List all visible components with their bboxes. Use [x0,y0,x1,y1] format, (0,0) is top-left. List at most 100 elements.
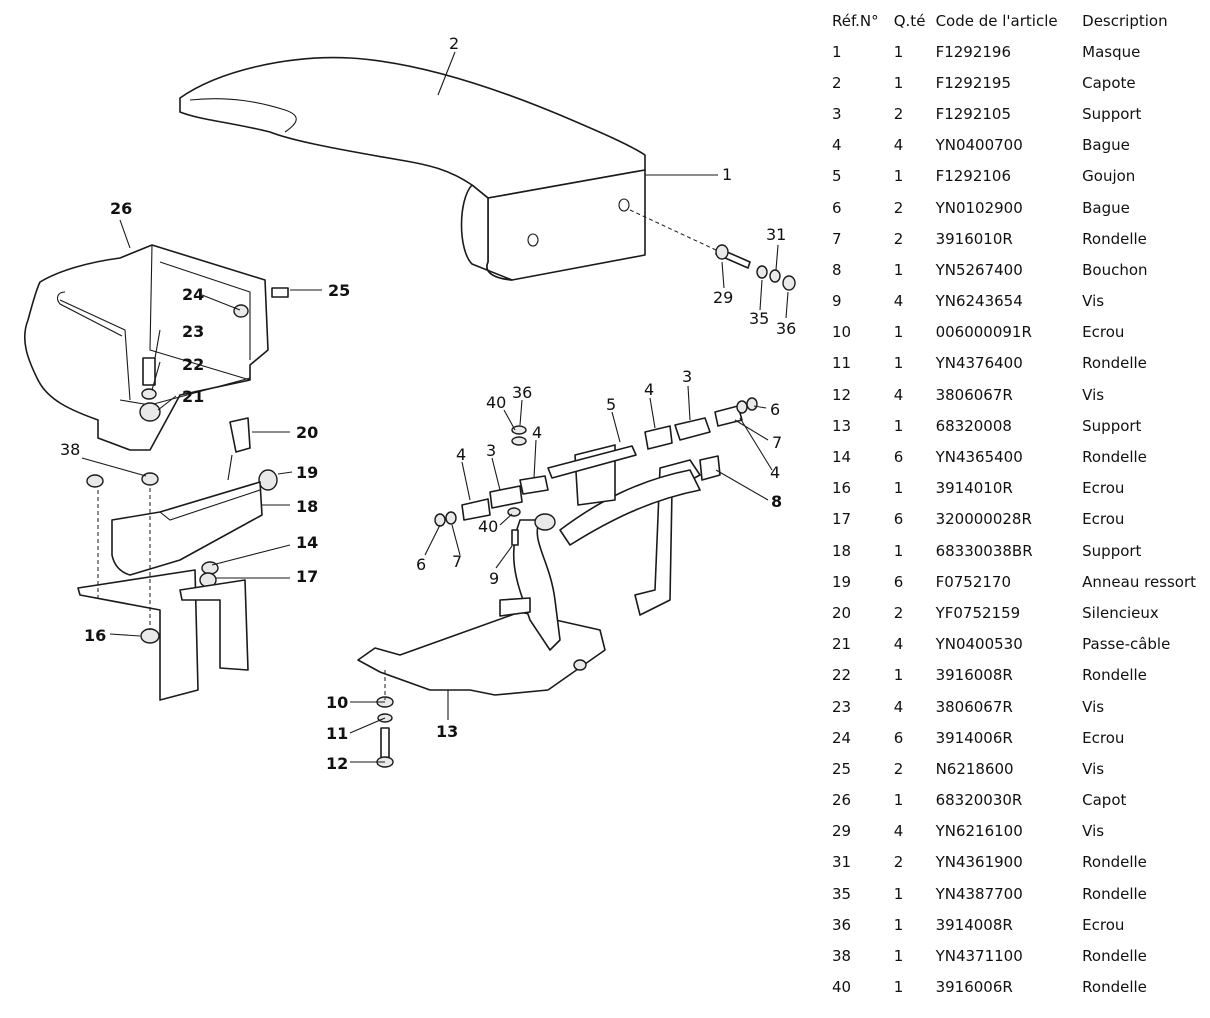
cell-code: YN0400700 [935,136,1023,155]
callout-35: 35 [749,309,769,328]
rod-assembly [434,397,758,546]
cell-ref: 40 [832,978,852,997]
header-qty: Q.té [893,12,926,30]
cell-description: Support [1082,416,1142,435]
cell-description: Vis [1082,759,1105,778]
callout-4-b: 4 [456,445,466,464]
cell-code: YN5267400 [935,260,1023,279]
cell-code: YN6216100 [935,822,1023,841]
cell-description: Rondelle [1082,666,1147,685]
part-2-capote [179,56,646,199]
callout-24: 24 [182,285,204,304]
cell-code: N6218600 [935,759,1014,778]
cell-code: 3806067R [935,385,1013,404]
callout-7-a: 7 [772,433,782,452]
cell-qty: 4 [893,635,904,654]
cell-ref: 6 [832,198,842,217]
cell-code: 3914008R [935,915,1013,934]
cell-ref: 22 [832,666,852,685]
cell-ref: 9 [832,292,842,311]
callout-8: 8 [771,492,782,511]
cell-ref: 16 [832,479,852,498]
cell-ref: 23 [832,697,852,716]
table-row: 29 4 YN6216100 Vis [826,816,1206,847]
cell-ref: 26 [832,791,852,810]
cell-code: YN0102900 [935,198,1023,217]
callout-36-b: 36 [512,383,532,402]
cell-ref: 31 [832,853,852,872]
cell-qty: 1 [893,541,904,560]
part-18-support [111,481,263,576]
cell-code: F1292195 [935,73,1011,92]
cell-qty: 2 [893,198,904,217]
callout-3-b: 3 [682,367,692,386]
cell-description: Rondelle [1082,354,1147,373]
exploded-parts-diagram: 1 2 26 25 24 23 22 21 20 19 18 14 17 16 … [24,34,796,773]
cell-qty: 6 [893,448,904,467]
cell-ref: 21 [832,635,852,654]
callout-25: 25 [328,281,350,300]
cell-code: YF0752159 [935,603,1021,622]
cell-description: Rondelle [1082,884,1147,903]
lower-brackets [77,488,249,701]
cell-description: Goujon [1082,167,1136,186]
cell-ref: 1 [832,42,842,61]
callout-6-b: 6 [416,555,426,574]
cell-qty: 1 [893,915,904,934]
cell-qty: 4 [893,136,904,155]
header-code: Code de l'article [935,12,1058,30]
callout-4-d: 4 [770,463,780,482]
cell-description: Rondelle [1082,229,1147,248]
cell-code: YN4387700 [935,884,1023,903]
cell-ref: 14 [832,448,852,467]
callout-12: 12 [326,754,348,773]
cell-description: Vis [1082,697,1105,716]
cell-ref: 17 [832,510,852,529]
cell-code: 3806067R [935,697,1013,716]
cell-qty: 4 [893,822,904,841]
cell-description: Vis [1082,822,1105,841]
cell-ref: 3 [832,104,842,123]
cell-description: Ecrou [1082,728,1125,747]
cell-qty: 1 [893,947,904,966]
cell-qty: 1 [893,416,904,435]
cell-description: Capot [1082,791,1127,810]
callout-5: 5 [606,395,616,414]
cell-ref: 18 [832,541,852,560]
cell-code: YN0400530 [935,635,1023,654]
cell-description: Ecrou [1082,915,1125,934]
cell-qty: 1 [893,791,904,810]
cell-qty: 6 [893,572,904,591]
cell-code: 3916010R [935,229,1013,248]
parts-table: Réf.N° Q.té Code de l'article Descriptio… [826,6,1206,1003]
cell-ref: 11 [832,354,852,373]
cell-qty: 2 [893,853,904,872]
cell-description: Vis [1082,385,1105,404]
callout-40-b: 40 [478,517,498,536]
cell-qty: 1 [893,73,904,92]
cell-qty: 2 [893,759,904,778]
cell-ref: 2 [832,73,842,92]
hardware-right [629,209,796,291]
callout-6-a: 6 [770,400,780,419]
callout-20: 20 [296,423,318,442]
part-26-capot [24,244,269,451]
cell-qty: 1 [893,666,904,685]
cell-ref: 25 [832,759,852,778]
cell-qty: 1 [893,978,904,997]
cell-description: Passe-câble [1082,635,1171,654]
cell-ref: 29 [832,822,852,841]
